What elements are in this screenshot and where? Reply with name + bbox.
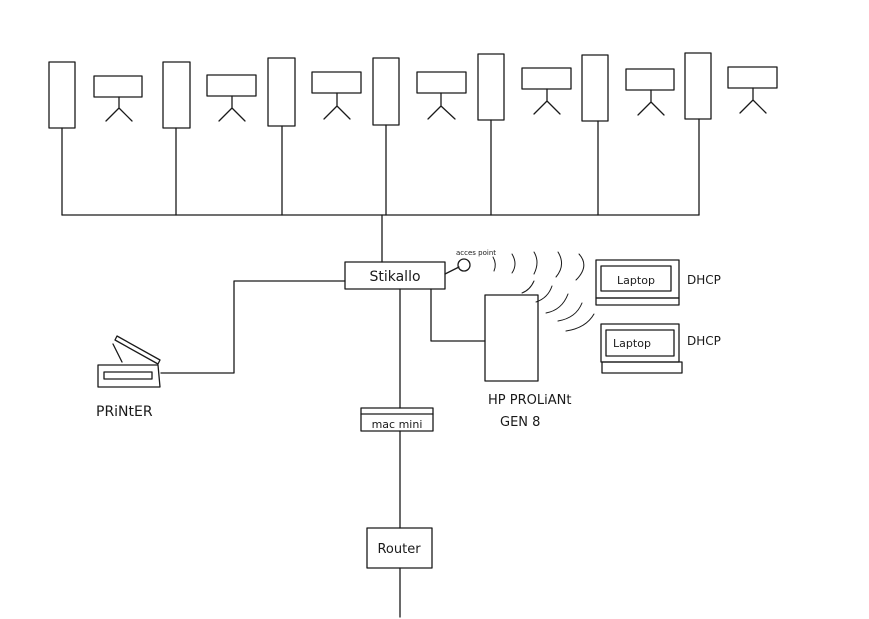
router-label: Router	[377, 542, 421, 557]
monitor	[311, 71, 362, 120]
wifi-waves	[492, 251, 595, 332]
workstation-6	[581, 54, 675, 122]
monitor	[521, 67, 572, 115]
mac-mini-label: mac mini	[372, 418, 423, 431]
server-label-line1: HP PROLiANt	[488, 393, 571, 408]
dhcp-label: DHCP	[687, 273, 721, 287]
workstation-2	[162, 61, 257, 129]
mac-mini: mac mini	[360, 288, 434, 432]
pc-tower	[48, 61, 76, 129]
access-point: acces point	[444, 249, 496, 275]
laptop-label: Laptop	[613, 337, 651, 350]
laptop-label: Laptop	[617, 274, 655, 287]
monitor	[93, 75, 143, 122]
pc-tower	[477, 53, 505, 121]
pc-tower	[267, 57, 296, 127]
laptop-1: Laptop DHCP	[595, 259, 721, 306]
laptop-2: Laptop DHCP	[600, 323, 721, 374]
printer-label: PRiNtER	[96, 404, 153, 420]
monitor	[416, 71, 467, 120]
pc-tower	[581, 54, 609, 122]
access-point-label: acces point	[456, 249, 496, 257]
switch-label: Stikallo	[369, 269, 420, 285]
workstation-5	[477, 53, 572, 121]
switch: Stikallo	[344, 261, 446, 290]
pc-tower	[684, 52, 712, 120]
pc-tower	[162, 61, 191, 129]
printer: PRiNtER	[96, 280, 346, 420]
monitor	[727, 66, 778, 114]
monitor	[625, 68, 675, 116]
monitor	[206, 74, 257, 122]
workstation-7	[684, 52, 778, 120]
server-label-line2: GEN 8	[500, 415, 540, 430]
server: HP PROLiANt GEN 8	[430, 288, 571, 430]
backbone-bus	[61, 118, 700, 263]
dhcp-label: DHCP	[687, 334, 721, 348]
workstation-4	[372, 57, 467, 126]
router: Router	[366, 430, 433, 618]
pc-tower	[372, 57, 400, 126]
workstation-3	[267, 57, 362, 127]
workstation-1	[48, 61, 143, 129]
